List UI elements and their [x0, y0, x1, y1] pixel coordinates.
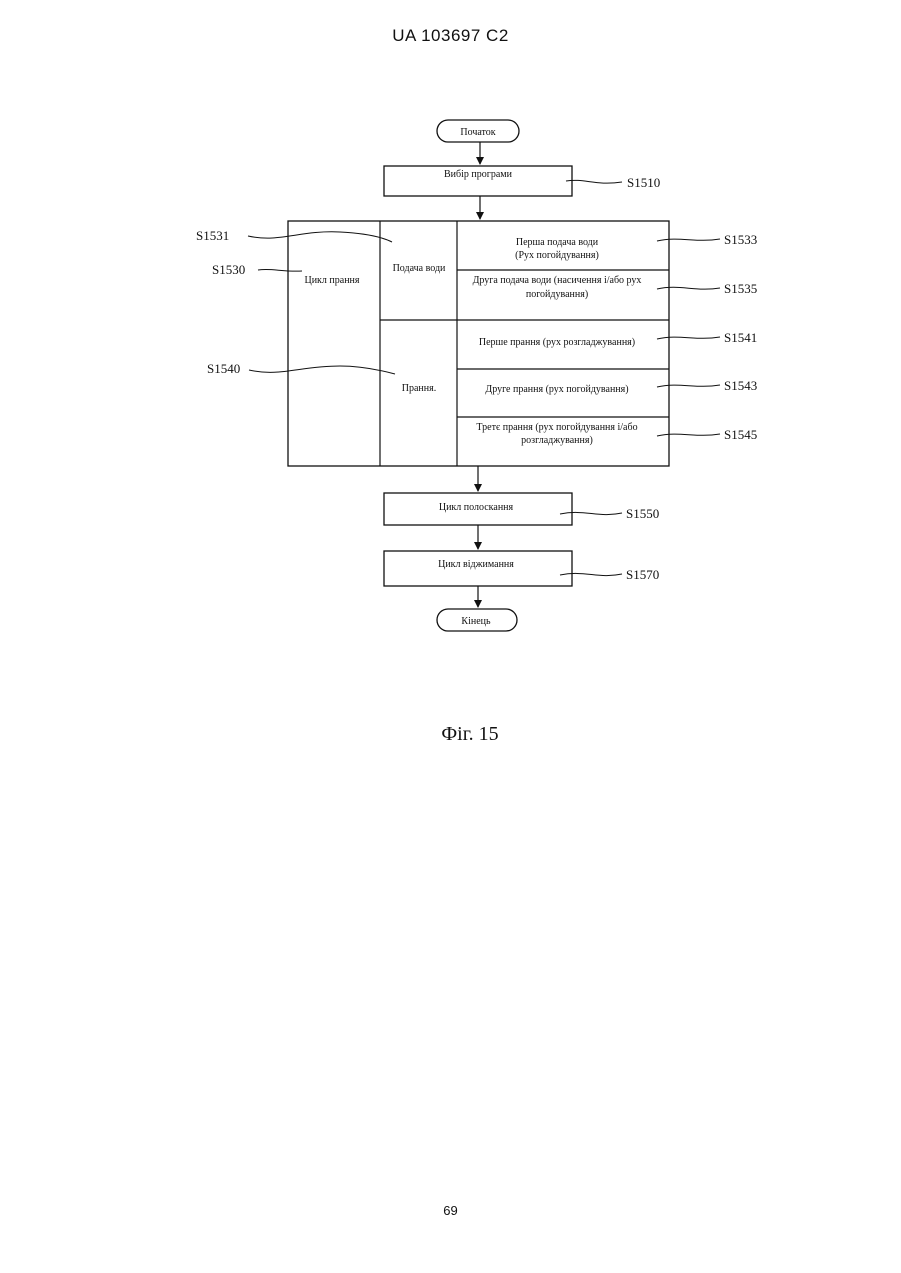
start-label: Початок [460, 127, 495, 138]
ref-s1540: S1540 [207, 361, 240, 376]
first-water-supply-line1: Перша подача води [516, 237, 599, 248]
third-wash-line2: розгладжування) [521, 435, 593, 446]
figure-caption: Фіг. 15 [0, 723, 901, 746]
end-terminator: Кінець [437, 609, 517, 631]
second-wash-label: Друге прання (рух погойдування) [485, 384, 628, 395]
first-wash-label: Перше прання (рух розгладжування) [479, 337, 635, 348]
second-water-supply-line2: погойдування) [526, 289, 588, 300]
leader-s1510 [566, 180, 622, 183]
end-label: Кінець [461, 616, 491, 627]
rinse-cycle-box: Цикл полоскання [384, 493, 572, 525]
spin-cycle-label: Цикл віджимання [438, 559, 514, 570]
ref-s1510: S1510 [627, 175, 660, 190]
select-program-box: Вибір програми [384, 166, 572, 196]
third-wash-line1: Третє прання (рух погойдування і/або [476, 422, 637, 433]
ref-s1541: S1541 [724, 330, 757, 345]
wash-cycle-label: Цикл прання [304, 275, 359, 286]
ref-s1545: S1545 [724, 427, 757, 442]
second-water-supply-line1: Друга подача води (насичення і/або рух [473, 275, 642, 286]
page-number: 69 [0, 1203, 901, 1218]
ref-s1535: S1535 [724, 281, 757, 296]
ref-s1533: S1533 [724, 232, 757, 247]
ref-s1550: S1550 [626, 506, 659, 521]
water-supply-label: Подача води [393, 263, 446, 274]
ref-s1530: S1530 [212, 262, 245, 277]
first-water-supply-line2: (Рух погойдування) [515, 250, 599, 261]
ref-s1570: S1570 [626, 567, 659, 582]
ref-s1543: S1543 [724, 378, 757, 393]
select-program-label: Вибір програми [444, 169, 513, 180]
rinse-cycle-label: Цикл полоскання [439, 502, 514, 513]
ref-s1531: S1531 [196, 228, 229, 243]
washing-label: Прання. [402, 383, 436, 394]
spin-cycle-box: Цикл віджимання [384, 551, 572, 586]
start-terminator: Початок [437, 120, 519, 142]
